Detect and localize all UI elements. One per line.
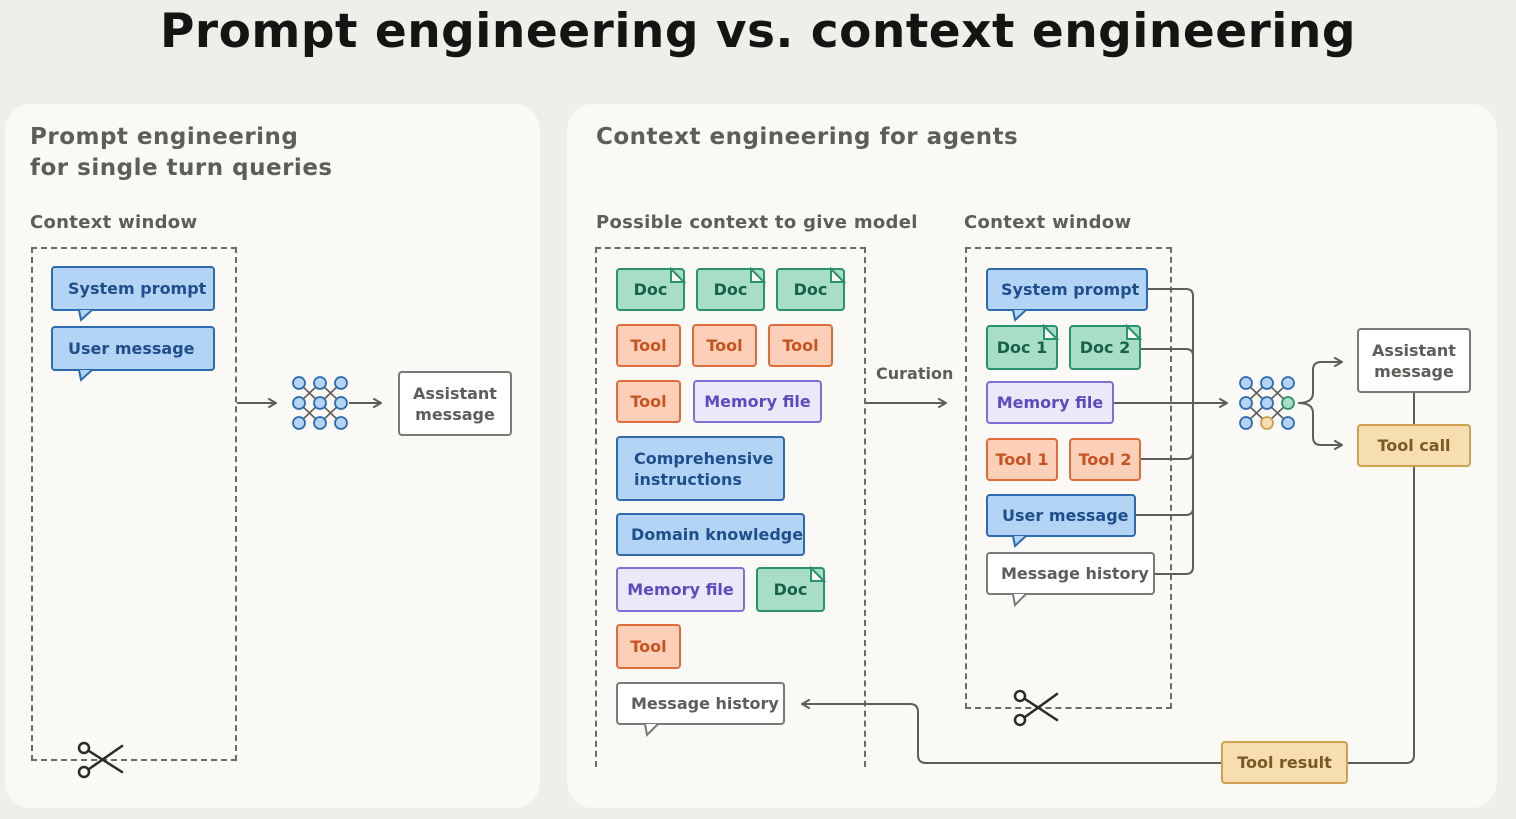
tool-1-label: Tool 1: [995, 449, 1049, 469]
doc-label: Doc: [793, 279, 828, 299]
system-prompt-label: System prompt: [68, 278, 207, 298]
tool-result-label: Tool result: [1237, 752, 1332, 772]
tool-box: Tool: [768, 324, 833, 367]
possible-context-frame: [595, 247, 866, 767]
prompt-engineering-heading: Prompt engineering for single turn queri…: [30, 122, 333, 184]
tool-1-box: Tool 1: [986, 438, 1058, 481]
memory-file-box: Memory file: [986, 381, 1114, 424]
scissors-icon: [77, 741, 124, 779]
memory-file-label: Memory file: [627, 579, 734, 599]
tool-box: Tool: [616, 380, 681, 423]
message-history-label: Message history: [1001, 563, 1149, 583]
assistant-line-2: message: [1374, 361, 1454, 381]
doc-label: Doc: [773, 579, 808, 599]
assistant-line-1: Assistant: [1372, 340, 1456, 360]
system-prompt-box: System prompt: [51, 266, 215, 311]
domain-knowledge-box: Domain knowledge: [616, 513, 805, 556]
neural-network-icon: [1239, 376, 1295, 430]
doc-2-label: Doc 2: [1079, 337, 1131, 357]
memory-file-box: Memory file: [616, 567, 745, 612]
system-prompt-label: System prompt: [1001, 279, 1140, 299]
tool-box: Tool: [616, 324, 681, 367]
user-message-box: User message: [986, 494, 1136, 537]
tool-label: Tool: [630, 391, 667, 411]
message-history-box: Message history: [616, 682, 785, 725]
memory-file-label: Memory file: [996, 392, 1104, 412]
domain-knowledge-label: Domain knowledge: [631, 524, 804, 544]
doc-1-label: Doc 1: [996, 337, 1048, 357]
system-prompt-box: System prompt: [986, 268, 1148, 311]
tool-label: Tool: [630, 636, 667, 656]
context-window-frame: [31, 247, 237, 761]
tool-box: Tool: [616, 624, 681, 669]
possible-context-label: Possible context to give model: [596, 212, 918, 233]
tool-label: Tool: [630, 335, 667, 355]
tool-2-box: Tool 2: [1069, 438, 1141, 481]
heading-line-2: for single turn queries: [30, 155, 333, 181]
output-fork: [1297, 357, 1343, 450]
user-message-box: User message: [51, 326, 215, 371]
assistant-line-1: Assistant: [413, 383, 497, 403]
tool-call-box: Tool call: [1357, 424, 1471, 467]
doc-label: Doc: [633, 279, 668, 299]
curation-label: Curation: [876, 364, 954, 383]
tool-box: Tool: [692, 324, 757, 367]
neural-network-icon: [292, 376, 348, 430]
heading-line-1: Prompt engineering: [30, 124, 299, 150]
tool-loop: [801, 393, 1415, 764]
agent-context-window-label: Context window: [964, 212, 1132, 233]
context-connectors: [1114, 288, 1228, 575]
doc-label: Doc: [713, 279, 748, 299]
agent-context-window-frame: [965, 247, 1172, 709]
memory-file-label: Memory file: [704, 391, 811, 411]
page-title: Prompt engineering vs. context engineeri…: [159, 4, 1357, 59]
doc-corners: [670, 266, 1143, 582]
message-history-label: Message history: [631, 693, 779, 713]
user-message-label: User message: [68, 338, 195, 358]
user-message-label: User message: [1002, 505, 1129, 525]
message-history-box: Message history: [986, 552, 1155, 595]
context-engineering-heading: Context engineering for agents: [596, 124, 1019, 150]
tool-result-box: Tool result: [1221, 741, 1348, 784]
comprehensive-line-2: instructions: [634, 469, 742, 489]
assistant-line-2: message: [415, 404, 495, 424]
tool-label: Tool: [782, 335, 819, 355]
tool-2-label: Tool 2: [1078, 449, 1132, 469]
speech-tails: [78, 309, 1027, 738]
context-window-label: Context window: [30, 212, 198, 233]
prompt-engineering-panel: [5, 104, 540, 808]
scissors-icon: [1013, 689, 1059, 727]
memory-file-box: Memory file: [693, 380, 822, 423]
tool-call-label: Tool call: [1377, 435, 1451, 455]
tool-label: Tool: [706, 335, 743, 355]
comprehensive-line-1: Comprehensive: [634, 448, 774, 468]
